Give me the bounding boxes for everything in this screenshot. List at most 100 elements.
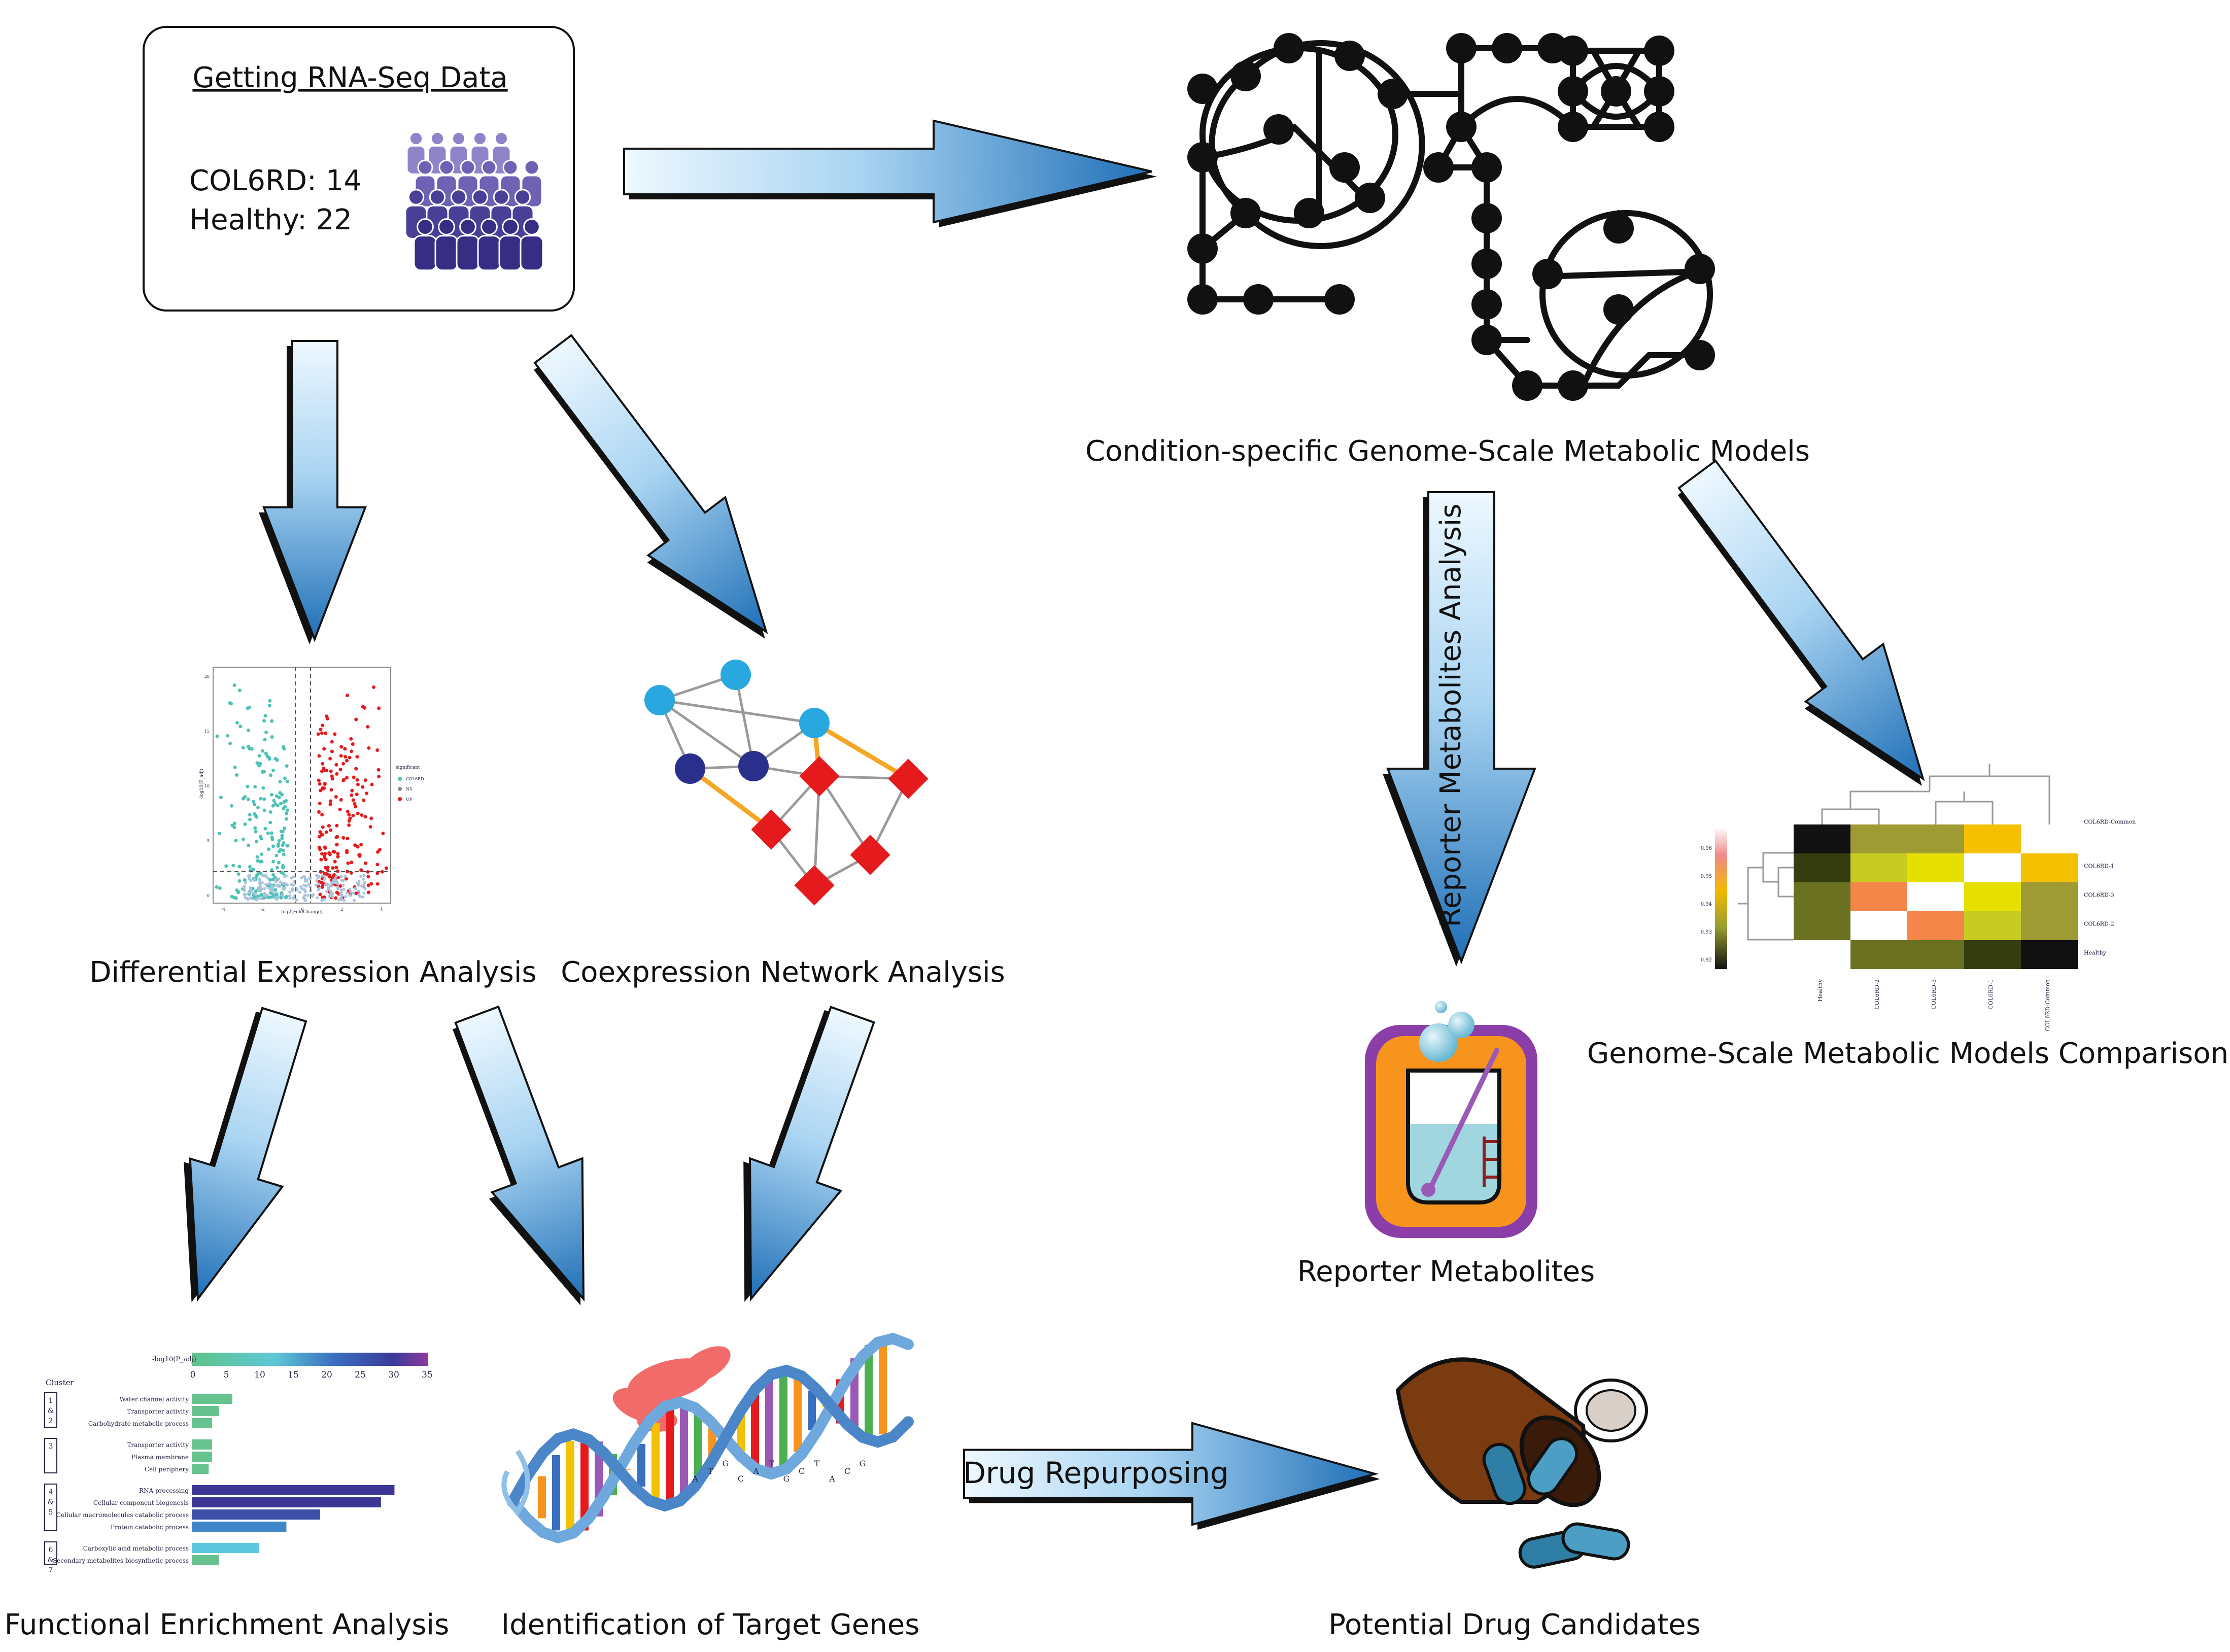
metabolite-node bbox=[1423, 152, 1454, 183]
colorbar-tick: 35 bbox=[422, 1370, 433, 1380]
down-point bbox=[246, 784, 250, 788]
heatmap-col-label: COL6RD-2 bbox=[1874, 979, 1880, 1010]
up-point bbox=[320, 833, 324, 837]
volcano-y-tick: 15 bbox=[204, 729, 210, 734]
ns-point bbox=[243, 888, 246, 892]
up-point bbox=[355, 793, 359, 797]
ns-point bbox=[300, 876, 303, 880]
down-point bbox=[277, 849, 281, 853]
down-point bbox=[248, 865, 252, 869]
ns-point bbox=[260, 881, 264, 884]
up-point bbox=[329, 769, 333, 773]
down-point bbox=[277, 861, 281, 865]
heatmap-cell bbox=[1850, 882, 1907, 911]
ns-point bbox=[247, 875, 250, 878]
heatmap-cell bbox=[1794, 911, 1850, 940]
up-point bbox=[327, 851, 331, 855]
down-point bbox=[280, 834, 284, 838]
ns-point bbox=[344, 875, 347, 878]
heatmap-cell bbox=[1907, 853, 1964, 882]
heatmap-row-label: COL6RD-2 bbox=[2084, 921, 2114, 927]
down-point bbox=[257, 764, 261, 768]
up-point bbox=[375, 863, 380, 867]
heatmap-row-label: COL6RD-3 bbox=[2084, 892, 2114, 899]
heatmap-cell bbox=[1907, 824, 1964, 853]
cluster-label: 3 bbox=[49, 1442, 53, 1451]
metabolite-node bbox=[1355, 183, 1385, 213]
up-point bbox=[335, 842, 339, 846]
ns-point bbox=[277, 883, 281, 887]
up-point bbox=[348, 816, 352, 820]
ns-point bbox=[253, 878, 256, 881]
down-point bbox=[235, 773, 239, 777]
metabolite-node bbox=[1685, 254, 1715, 284]
down-point bbox=[251, 886, 255, 890]
metabolite-node bbox=[1644, 112, 1674, 142]
up-point bbox=[345, 694, 349, 698]
ns-point bbox=[315, 879, 319, 882]
volcano-legend-marker bbox=[398, 777, 402, 781]
coexpression-edge bbox=[813, 721, 910, 781]
volcano-legend-item: UP bbox=[406, 797, 413, 802]
up-point bbox=[325, 714, 329, 718]
gene-node bbox=[799, 708, 830, 738]
up-point bbox=[325, 872, 329, 876]
down-point bbox=[285, 808, 289, 812]
dna-base-letter: A bbox=[829, 1474, 835, 1484]
ns-point bbox=[244, 896, 247, 900]
ns-point bbox=[259, 888, 262, 891]
down-point bbox=[226, 734, 230, 738]
ns-point bbox=[342, 887, 346, 891]
ns-point bbox=[352, 891, 355, 895]
arrow-drug-repurposing bbox=[963, 1422, 1380, 1530]
ns-point bbox=[244, 892, 247, 896]
heatmap-cell bbox=[1850, 853, 1907, 882]
up-point bbox=[318, 892, 322, 897]
ns-point bbox=[316, 896, 319, 900]
arrow-to-target-genes-1 bbox=[453, 1005, 585, 1305]
up-point bbox=[375, 882, 380, 886]
up-point bbox=[369, 816, 373, 820]
coexpression-edge bbox=[659, 699, 754, 768]
ns-point bbox=[302, 875, 306, 878]
up-point bbox=[355, 755, 359, 759]
person-icon bbox=[498, 218, 523, 271]
volcano-y-tick: 0 bbox=[207, 893, 210, 898]
ns-point bbox=[277, 895, 281, 899]
ns-point bbox=[317, 875, 321, 878]
down-point bbox=[270, 838, 275, 842]
up-point bbox=[328, 875, 332, 879]
label-gsmm: Condition-specific Genome-Scale Metaboli… bbox=[1085, 435, 1810, 468]
ns-point bbox=[323, 878, 326, 881]
metabolite-node bbox=[1471, 152, 1502, 183]
ns-point bbox=[341, 883, 345, 887]
gene-node bbox=[675, 753, 705, 784]
rnaseq-title: Getting RNA-Seq Data bbox=[192, 61, 507, 94]
enrichment-term-label: Carbohydrate metabolic process bbox=[88, 1420, 189, 1427]
up-point bbox=[344, 877, 348, 881]
down-point bbox=[246, 744, 250, 748]
capsule-icon bbox=[1561, 1522, 1630, 1561]
ns-point bbox=[361, 877, 365, 881]
enrichment-bar bbox=[192, 1543, 260, 1553]
down-point bbox=[247, 728, 251, 732]
up-point bbox=[324, 830, 328, 834]
down-point bbox=[277, 839, 281, 843]
colorbar-tick: 0 bbox=[190, 1370, 196, 1380]
ns-point bbox=[292, 897, 295, 900]
metabolite-node bbox=[1558, 370, 1588, 401]
up-point bbox=[321, 825, 325, 829]
dna-base-letter: T bbox=[769, 1459, 774, 1468]
dna-strand bbox=[507, 1332, 914, 1544]
down-point bbox=[286, 844, 290, 848]
heatmap-cell bbox=[1850, 824, 1907, 853]
down-point bbox=[281, 848, 285, 852]
up-point bbox=[347, 812, 351, 816]
ns-point bbox=[283, 875, 287, 878]
up-point bbox=[328, 756, 332, 761]
arrow-to-target-genes-2 bbox=[743, 1006, 875, 1302]
down-point bbox=[259, 893, 263, 897]
up-point bbox=[363, 778, 367, 782]
enrichment-bar bbox=[192, 1509, 320, 1520]
